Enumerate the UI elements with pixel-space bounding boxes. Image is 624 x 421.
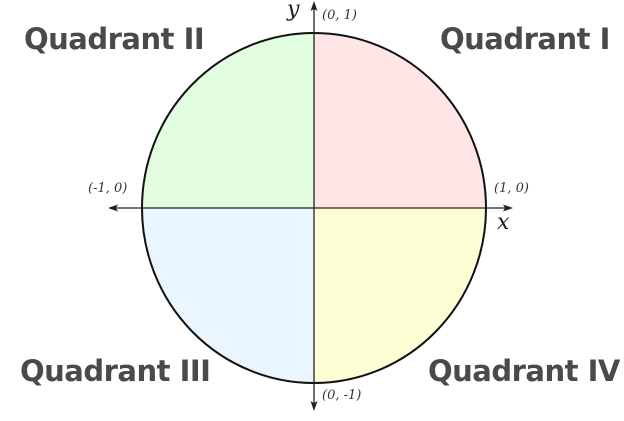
y-axis-up-arrow-icon	[310, 1, 318, 11]
x-axis-right-arrow-icon	[503, 204, 513, 212]
quadrant-3-label: Quadrant III	[20, 354, 211, 388]
point-right-label: (1, 0)	[494, 181, 529, 196]
y-axis-label: y	[287, 0, 300, 22]
quadrant-1-label: Quadrant I	[440, 22, 610, 56]
quadrant-4-label: Quadrant IV	[428, 354, 620, 388]
point-top-label: (0, 1)	[322, 8, 357, 23]
point-left-label: (-1, 0)	[88, 181, 128, 196]
quadrant-2-label: Quadrant II	[24, 22, 205, 56]
point-bottom-label: (0, -1)	[322, 388, 362, 403]
x-axis-label: x	[497, 210, 510, 235]
x-axis-left-arrow-icon	[108, 204, 118, 212]
y-axis-down-arrow-icon	[310, 401, 318, 411]
